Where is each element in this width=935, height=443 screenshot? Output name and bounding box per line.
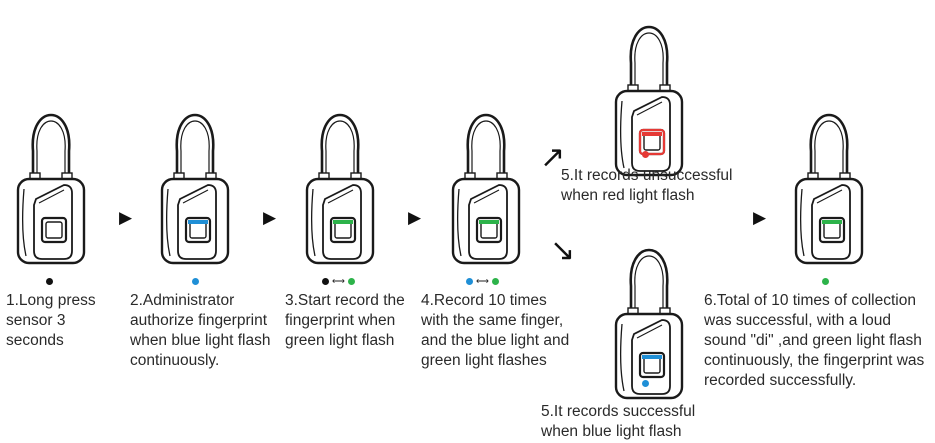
sensor-led [188,220,208,224]
shackle [175,113,215,179]
right-arrow-icon: ▶ [408,208,422,227]
sensor-pad [643,133,661,151]
padlock-icon [305,113,375,265]
shackle-inner [180,120,210,179]
caption-step-2: 2.Administrator authorize fingerprint wh… [130,292,271,369]
panel-line [473,189,500,204]
caption-step-6: 6.Total of 10 times of collection was su… [704,292,925,389]
sensor-pad [45,221,63,239]
padlock-step-3 [303,93,377,268]
caption-step-5-successful: 5.It records successful when blue light … [541,403,696,440]
right-arrow-icon: ▶ [263,208,277,227]
sensor-led [822,220,842,224]
sensor-pad [823,221,841,239]
lock-body-edge [457,188,462,257]
sensor-led-ring [638,128,666,156]
blue-light-indicator [192,278,199,285]
lock-body-edge [620,323,625,392]
lock-body-edge [311,188,316,257]
up-right-arrow-icon: ↗ [540,141,566,174]
padlock-icon [614,25,684,177]
indicator-step-1 [46,278,53,285]
right-arrow-icon: ▶ [753,208,767,227]
shackle-inner [634,255,664,314]
padlock-step-2 [158,93,232,268]
shackle-inner [471,120,501,179]
lock-body-edge [800,188,805,257]
caption-step-5-unsuccessful: 5.It records unsuccessful when red light… [561,167,733,204]
panel-line [636,101,663,116]
padlock-icon [16,113,86,265]
sensor-led [642,132,662,136]
green-light-indicator [491,278,499,285]
shackle [629,248,669,314]
padlock-step-1 [14,93,88,268]
right-arrow-icon: ▶ [119,208,133,227]
padlock-step-5-successful [612,228,686,403]
panel-line [182,189,209,204]
shackle-inner [634,32,664,91]
padlock-step-4 [449,93,523,268]
indicator-step-5-successful [642,380,649,387]
sensor-pad [480,221,498,239]
sensor-pad [334,221,352,239]
sensor-led [333,220,353,224]
panel-line [636,324,663,339]
lock-body-edge [22,188,27,257]
sensor-led [479,220,499,224]
sensor-led [642,355,662,359]
caption-step-1: 1.Long press sensor 3 seconds [6,292,96,349]
shackle-inner [325,120,355,179]
black-light-indicator [46,278,53,285]
panel-line [816,189,843,204]
indicator-step-6 [822,278,829,285]
shackle-inner [814,120,844,179]
padlock-icon [160,113,230,265]
shackle [466,113,506,179]
lock-body-edge [620,100,625,169]
red-light-indicator [642,151,649,158]
sensor-pad [643,356,661,374]
indicator-step-2 [192,278,199,285]
shackle [320,113,360,179]
indicator-step-3: ⟷ [322,276,355,286]
blue-light-indicator [642,380,649,387]
padlock-step-6 [792,93,866,268]
shackle [31,113,71,179]
down-right-arrow-icon: ↘ [550,234,576,267]
panel-line [38,189,65,204]
caption-step-4: 4.Record 10 times with the same finger, … [421,292,570,369]
lock-body-edge [166,188,171,257]
shackle [629,25,669,91]
indicator-step-5-unsuccessful [642,151,649,158]
green-light-indicator [822,278,829,285]
shackle-inner [36,120,66,179]
indicator-step-4: ⟷ [466,276,499,286]
black-light-indicator [322,278,329,285]
padlock-step-5-unsuccessful [612,5,686,180]
caption-step-3: 3.Start record the fingerprint when gree… [285,292,405,349]
blue-light-indicator [466,278,473,285]
sensor-pad [189,221,207,239]
padlock-icon [451,113,521,265]
padlock-icon [614,248,684,400]
padlock-icon [794,113,864,265]
shackle [809,113,849,179]
double-arrow-icon: ⟷ [476,276,489,286]
double-arrow-icon: ⟷ [332,276,345,286]
panel-line [327,189,354,204]
green-light-indicator [347,278,355,285]
